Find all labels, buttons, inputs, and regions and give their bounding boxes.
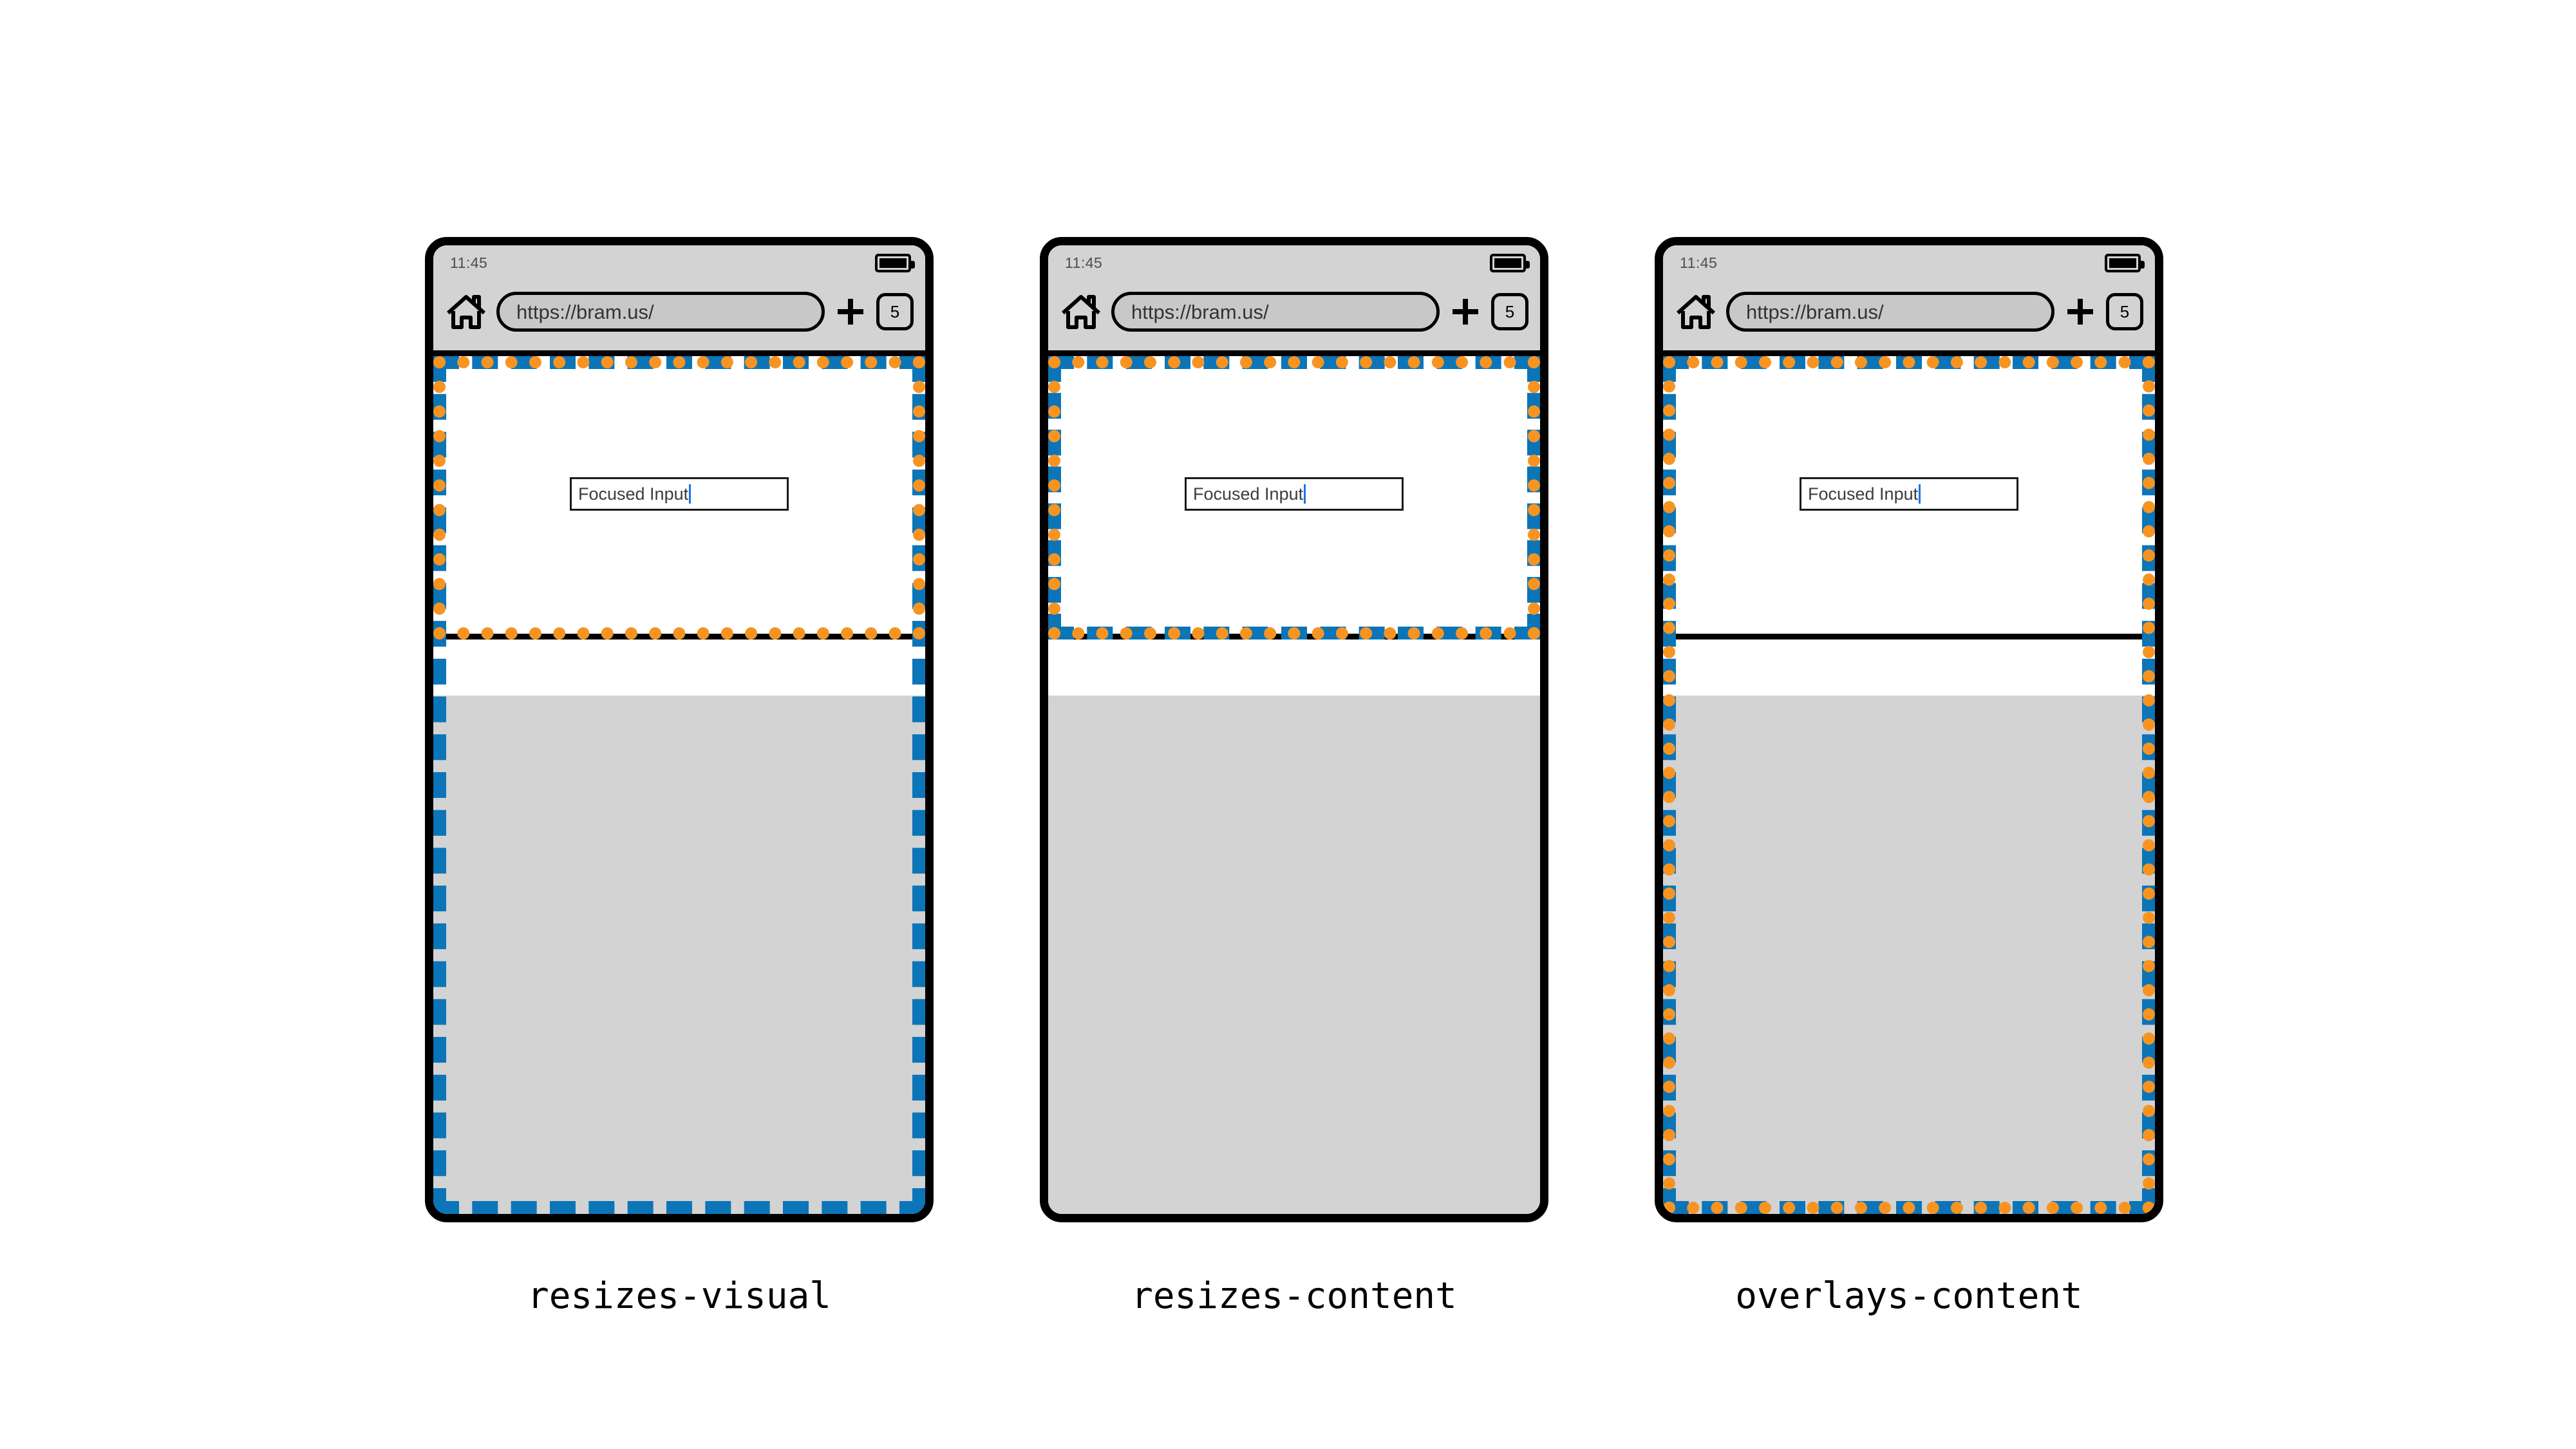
phone-resizes-content: 11:45 https://bram.us/	[1040, 237, 1548, 1222]
browser-toolbar: https://bram.us/ 5	[1663, 276, 2155, 347]
url-text: https://bram.us/	[1131, 300, 1269, 323]
battery-icon	[1490, 253, 1530, 272]
url-bar[interactable]: https://bram.us/	[496, 292, 825, 332]
text-caret	[1304, 484, 1306, 504]
focused-input-value: Focused Input	[1808, 484, 1919, 504]
tab-count-button[interactable]: 5	[2106, 293, 2143, 330]
caption-overlays-content: overlays-content	[1735, 1275, 2083, 1317]
virtual-keyboard[interactable]	[1048, 696, 1540, 1214]
focused-input-field[interactable]: Focused Input	[1800, 477, 2018, 511]
focused-input-value: Focused Input	[578, 484, 689, 504]
browser-chrome: 11:45 https://bram.us/	[1048, 245, 1540, 356]
browser-chrome: 11:45 https://bram.us/	[433, 245, 925, 356]
home-icon[interactable]	[1061, 294, 1101, 330]
battery-icon	[875, 253, 915, 272]
phone-screen: 11:45 https://bram.us/	[1048, 245, 1540, 1214]
phone-overlays-content: 11:45 https://bram.us/	[1655, 237, 2163, 1222]
tab-count-label: 5	[2120, 302, 2130, 321]
browser-toolbar: https://bram.us/ 5	[1048, 276, 1540, 347]
url-text: https://bram.us/	[1746, 300, 1884, 323]
phone-resizes-visual: 11:45 https://bram.us/	[425, 237, 934, 1222]
home-icon[interactable]	[1676, 294, 1716, 330]
tab-count-button[interactable]: 5	[876, 293, 914, 330]
plus-icon[interactable]	[1450, 296, 1481, 327]
page-area: Focused Input	[433, 356, 925, 1214]
battery-icon	[2105, 253, 2145, 272]
status-bar: 11:45	[1663, 252, 2155, 274]
text-caret	[1919, 484, 1921, 504]
virtual-keyboard[interactable]	[1663, 696, 2155, 1214]
focused-input-field[interactable]: Focused Input	[1185, 477, 1404, 511]
plus-icon[interactable]	[2065, 296, 2096, 327]
status-bar: 11:45	[1048, 252, 1540, 274]
status-clock: 11:45	[1680, 254, 1718, 271]
plus-icon[interactable]	[835, 296, 866, 327]
tab-count-label: 5	[890, 302, 900, 321]
home-icon[interactable]	[446, 294, 486, 330]
focused-input-field[interactable]: Focused Input	[570, 477, 789, 511]
status-bar: 11:45	[433, 252, 925, 274]
caption-resizes-visual: resizes-visual	[527, 1275, 831, 1317]
status-clock: 11:45	[1065, 254, 1103, 271]
url-text: https://bram.us/	[516, 300, 654, 323]
focused-input-value: Focused Input	[1193, 484, 1304, 504]
tab-count-button[interactable]: 5	[1491, 293, 1528, 330]
url-bar[interactable]: https://bram.us/	[1111, 292, 1440, 332]
tab-count-label: 5	[1505, 302, 1515, 321]
phone-screen: 11:45 https://bram.us/	[1663, 245, 2155, 1214]
virtual-keyboard[interactable]	[433, 696, 925, 1214]
url-bar[interactable]: https://bram.us/	[1726, 292, 2054, 332]
page-area: Focused Input	[1048, 356, 1540, 1214]
phone-screen: 11:45 https://bram.us/	[433, 245, 925, 1214]
status-clock: 11:45	[450, 254, 488, 271]
text-caret	[689, 484, 691, 504]
page-area: Focused Input	[1663, 356, 2155, 1214]
browser-toolbar: https://bram.us/ 5	[433, 276, 925, 347]
browser-chrome: 11:45 https://bram.us/	[1663, 245, 2155, 356]
caption-resizes-content: resizes-content	[1131, 1275, 1457, 1317]
